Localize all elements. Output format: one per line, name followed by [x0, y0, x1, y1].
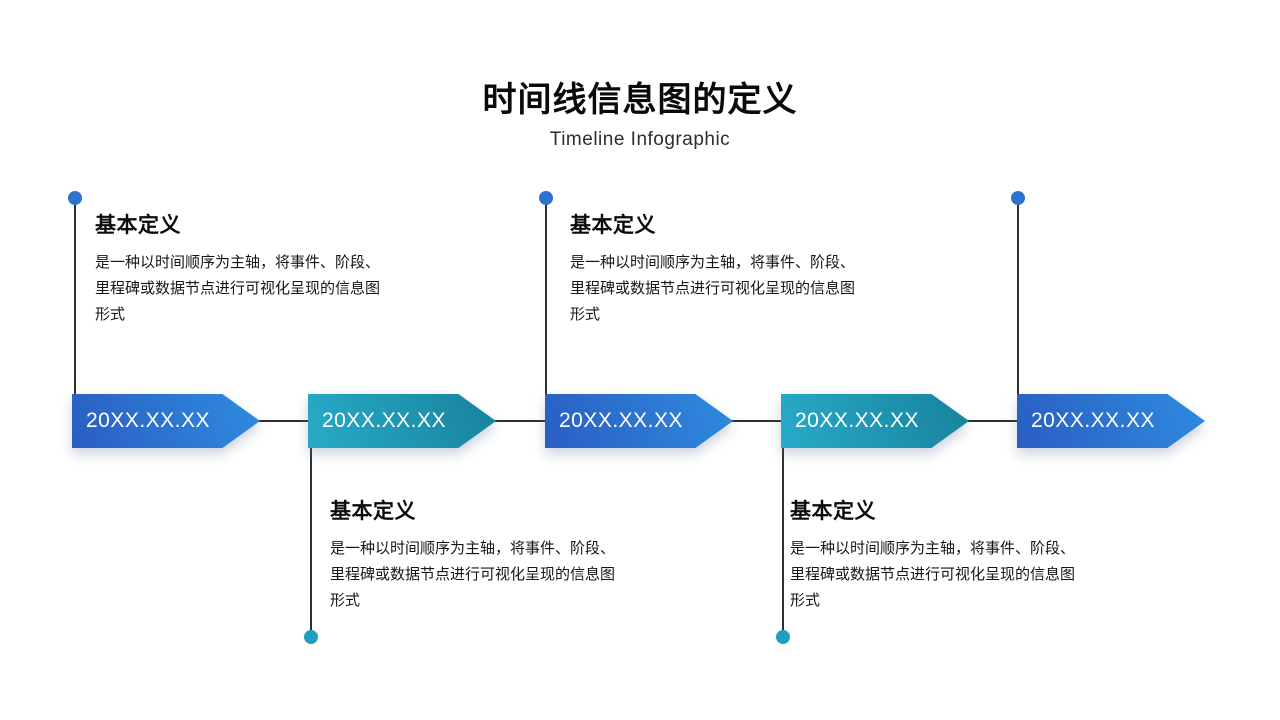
- milestone-date: 20XX.XX.XX: [794, 409, 920, 432]
- callout-body: 是一种以时间顺序为主轴，将事件、阶段、里程碑或数据节点进行可视化呈现的信息图形式: [790, 540, 1076, 609]
- callout-heading: 基本定义: [330, 500, 416, 523]
- timeline-arrow-5: 20XX.XX.XX: [1017, 394, 1205, 448]
- connector-stem-top-1: [74, 198, 76, 394]
- timeline-arrow-2: 20XX.XX.XX: [308, 394, 496, 448]
- callout-bottom-1: 基本定义 是一种以时间顺序为主轴，将事件、阶段、里程碑或数据节点进行可视化呈现的…: [330, 495, 626, 614]
- callout-body: 是一种以时间顺序为主轴，将事件、阶段、里程碑或数据节点进行可视化呈现的信息图形式: [95, 254, 381, 323]
- connector-stem-top-2: [545, 198, 547, 394]
- milestone-dot-icon: [68, 191, 82, 205]
- timeline-arrow-3: 20XX.XX.XX: [545, 394, 733, 448]
- milestone-date: 20XX.XX.XX: [1030, 409, 1156, 432]
- page-subtitle: Timeline Infographic: [549, 129, 731, 150]
- milestone-date: 20XX.XX.XX: [558, 409, 684, 432]
- arrow-shape: 20XX.XX.XX: [781, 394, 969, 448]
- milestone-date: 20XX.XX.XX: [85, 409, 211, 432]
- arrow-shape: 20XX.XX.XX: [308, 394, 496, 448]
- callout-heading: 基本定义: [95, 214, 181, 237]
- milestone-dot-icon: [1011, 191, 1025, 205]
- milestone-date: 20XX.XX.XX: [321, 409, 447, 432]
- callout-body: 是一种以时间顺序为主轴，将事件、阶段、里程碑或数据节点进行可视化呈现的信息图形式: [570, 254, 856, 323]
- callout-heading: 基本定义: [790, 500, 876, 523]
- timeline-arrow-4: 20XX.XX.XX: [781, 394, 969, 448]
- callout-body: 是一种以时间顺序为主轴，将事件、阶段、里程碑或数据节点进行可视化呈现的信息图形式: [330, 540, 616, 609]
- callout-top-2: 基本定义 是一种以时间顺序为主轴，将事件、阶段、里程碑或数据节点进行可视化呈现的…: [570, 209, 866, 328]
- milestone-dot-icon: [539, 191, 553, 205]
- timeline-arrow-1: 20XX.XX.XX: [72, 394, 260, 448]
- connector-stem-bottom-2: [782, 448, 784, 630]
- arrow-shape: 20XX.XX.XX: [72, 394, 260, 448]
- callout-top-1: 基本定义 是一种以时间顺序为主轴，将事件、阶段、里程碑或数据节点进行可视化呈现的…: [95, 209, 391, 328]
- page-title: 时间线信息图的定义: [482, 81, 798, 119]
- arrow-shape: 20XX.XX.XX: [1017, 394, 1205, 448]
- milestone-dot-icon: [304, 630, 318, 644]
- callout-bottom-2: 基本定义 是一种以时间顺序为主轴，将事件、阶段、里程碑或数据节点进行可视化呈现的…: [790, 495, 1086, 614]
- callout-heading: 基本定义: [570, 214, 656, 237]
- connector-stem-top-3: [1017, 198, 1019, 394]
- arrow-shape: 20XX.XX.XX: [545, 394, 733, 448]
- connector-stem-bottom-1: [310, 448, 312, 630]
- milestone-dot-icon: [776, 630, 790, 644]
